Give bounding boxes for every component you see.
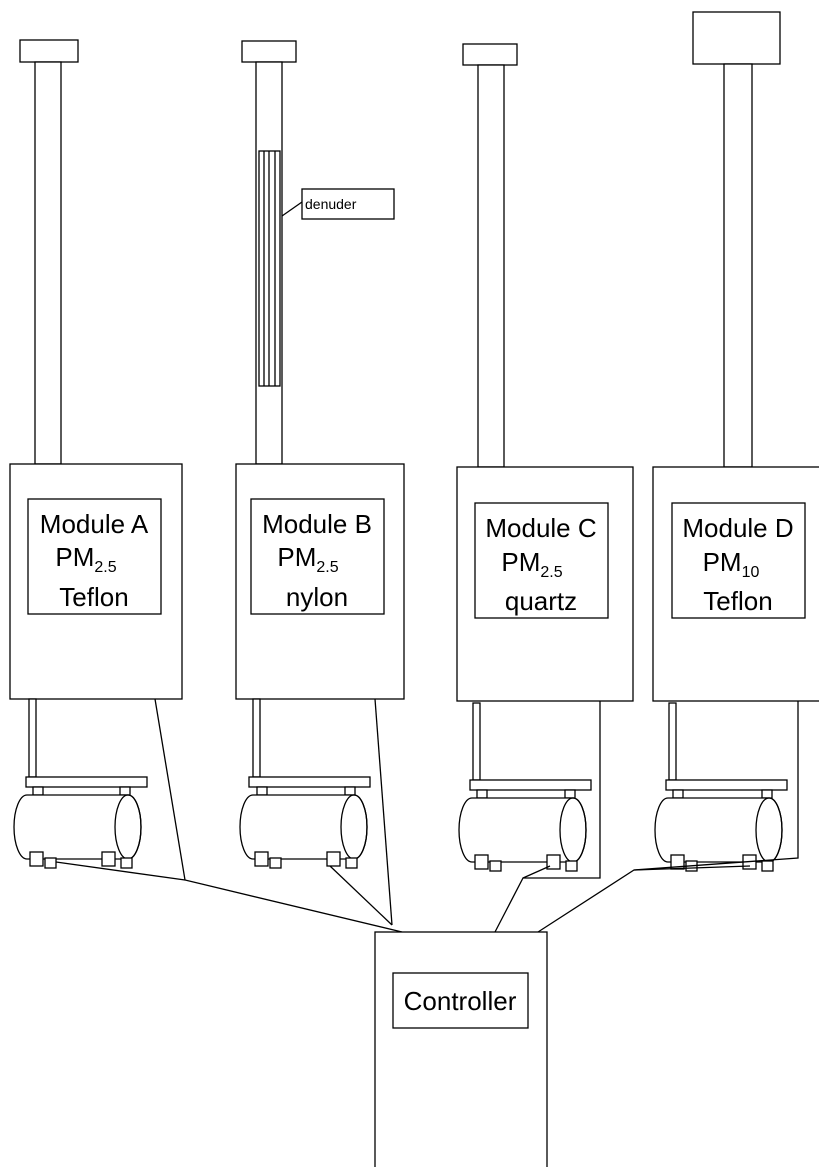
module-label-box-b <box>250 498 385 615</box>
denuder-label-box <box>301 188 395 220</box>
pump-stand-b <box>252 698 261 778</box>
pump-plate-b <box>248 776 371 788</box>
controller-label: Controller <box>404 986 517 1016</box>
wire-module-d <box>537 701 799 933</box>
wire-pump-d <box>633 865 751 871</box>
controller: Controller <box>374 931 548 1167</box>
module-c-name: Module C <box>485 513 596 543</box>
pump-plate-d <box>665 779 788 791</box>
inlet-cap-c <box>462 43 518 66</box>
pump-cylinder-a <box>13 794 142 860</box>
inlet-tube-c <box>477 64 505 468</box>
module-d-filter: Teflon <box>703 586 772 616</box>
controller-box <box>374 931 548 1167</box>
inlet-cap-a <box>19 39 79 63</box>
module-b-filter: nylon <box>286 582 348 612</box>
module-label-box-c <box>474 502 609 619</box>
module-d-pm: PM10 <box>703 547 760 581</box>
pump-cylinder-b <box>239 794 368 860</box>
inlet-tube-d <box>723 63 753 468</box>
wire-pump-c <box>522 865 551 879</box>
pump-plate-c <box>469 779 592 791</box>
module-d: Module D PM10 Teflon <box>652 11 819 872</box>
wire-pump-a <box>55 861 186 881</box>
module-c: Module C PM2.5 quartz <box>456 43 634 872</box>
pump-cylinder-d <box>654 797 783 863</box>
pump-cylinder-c <box>458 797 587 863</box>
inlet-cap-b <box>241 40 297 63</box>
module-label-box-d <box>671 502 806 619</box>
wire-module-b <box>374 698 393 926</box>
module-c-filter: quartz <box>505 586 577 616</box>
module-d-name: Module D <box>682 513 793 543</box>
pump-stand-a <box>28 698 37 778</box>
denuder-label: denuder <box>305 196 357 212</box>
module-b-name: Module B <box>262 509 372 539</box>
module-b: denuder Module B PM2.5 nylon <box>235 40 405 869</box>
pump-stand-c <box>472 702 481 781</box>
module-c-pm: PM2.5 <box>501 547 562 581</box>
module-a: Module A PM2.5 Teflon <box>9 39 183 869</box>
module-a-name: Module A <box>40 509 149 539</box>
control-wires <box>55 698 799 933</box>
wire-module-c <box>494 701 601 933</box>
module-a-pm: PM2.5 <box>55 542 116 576</box>
wire-pump-b <box>329 865 393 926</box>
inlet-tube-a <box>34 61 62 465</box>
module-b-pm: PM2.5 <box>277 542 338 576</box>
controller-label-box <box>392 972 529 1029</box>
module-label-box-a <box>27 498 162 615</box>
pump-stand-d <box>668 702 677 781</box>
pump-plate-a <box>25 776 148 788</box>
module-a-filter: Teflon <box>59 582 128 612</box>
inlet-cap-d <box>692 11 781 65</box>
